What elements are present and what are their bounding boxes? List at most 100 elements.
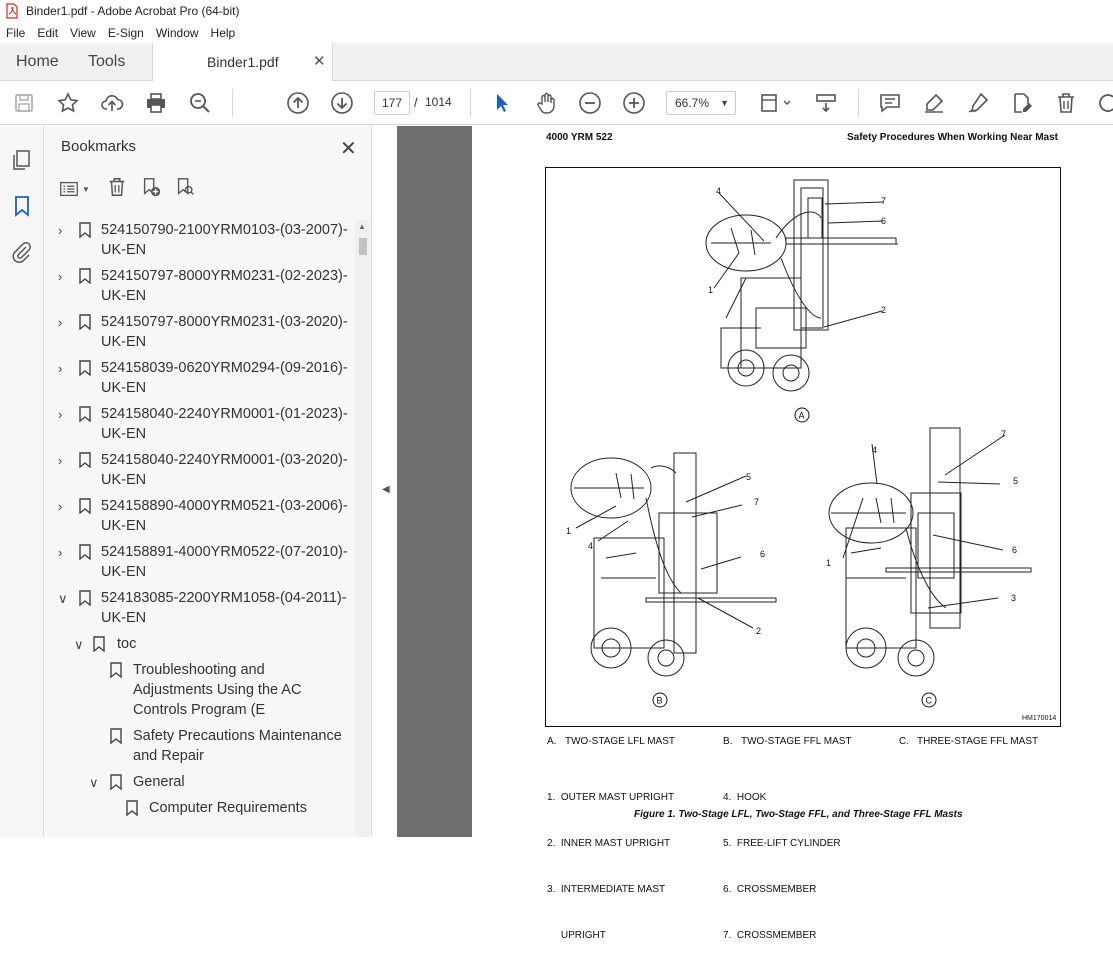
bookmark-label-line: Computer Requirements [149,800,307,816]
chevron-right-icon[interactable]: › [58,453,63,468]
forklift-drawing-c [828,427,1032,677]
chevron-right-icon[interactable]: › [58,545,63,560]
chevron-right-icon[interactable]: › [58,269,63,284]
panel-label-c: C [921,692,937,708]
chevron-down-icon: ▼ [720,98,729,108]
bookmark-icon [79,452,91,469]
chevron-right-icon[interactable]: › [58,407,63,422]
bookmark-label: 524158040-2240YRM0001-(01-2023)-UK-EN [101,404,348,444]
page-fit-icon[interactable] [758,91,794,115]
bookmark-label: 524158039-0620YRM0294-(09-2016)-UK-EN [101,358,348,398]
chevron-right-icon[interactable]: › [58,315,63,330]
page-separator: / [414,95,418,110]
callout-c-6: 6 [1012,545,1017,555]
callout-c-3: 3 [1011,593,1016,603]
close-panel-icon[interactable]: ✕ [340,138,357,160]
legend-part-1: 1. OUTER MAST UPRIGHT [547,792,675,803]
menu-edit[interactable]: Edit [37,25,59,40]
save-icon[interactable] [12,91,36,115]
bookmarks-scrollbar[interactable]: ▲ [355,220,370,837]
bookmark-label-line: 524183085-2200YRM1058-(04-2011)- [101,590,347,606]
legend-part-5: 5. FREE-LIFT CYLINDER [723,838,841,849]
bookmark-icon [126,800,138,817]
menu-help[interactable]: Help [210,25,236,40]
select-cursor-icon[interactable] [490,91,514,115]
scroll-mode-icon[interactable] [814,91,838,115]
menu-file[interactable]: File [6,25,26,40]
hand-tool-icon[interactable] [534,91,558,115]
tab-document-label: Binder1.pdf [207,54,279,70]
scroll-up-arrow-icon[interactable]: ▲ [358,222,366,231]
legend-part-2: 2. INNER MAST UPRIGHT [547,838,671,849]
menu-esign[interactable]: E-Sign [107,25,144,40]
collapse-panel-arrow-icon[interactable]: ◀ [382,484,390,495]
document-viewport[interactable]: 4000 YRM 522 Safety Procedures When Work… [397,126,1113,941]
chevron-down-icon[interactable]: ∨ [89,775,99,790]
previous-page-icon[interactable] [286,91,310,115]
bookmark-label-line: UK-EN [101,242,147,258]
chevron-right-icon[interactable]: › [58,361,63,376]
menu-window[interactable]: Window [155,25,199,40]
chevron-right-icon[interactable]: › [58,499,63,514]
bookmarks-toolbar: ▼ [58,176,196,202]
new-bookmark-icon[interactable] [140,176,162,203]
tab-tools[interactable]: Tools [88,53,126,70]
next-page-icon[interactable] [330,91,354,115]
zoom-in-icon[interactable] [622,91,646,115]
print-icon[interactable] [144,91,168,115]
bookmark-label-line: Adjustments Using the AC [133,682,302,698]
chevron-down-icon[interactable]: ∨ [58,591,68,606]
bookmarks-panel-icon[interactable] [10,194,34,218]
bookmark-label-line: UK-EN [101,564,147,580]
menu-view[interactable]: View [70,25,96,40]
upload-cloud-icon[interactable] [100,91,124,115]
legend-parts-right: 4. HOOK 5. FREE-LIFT CYLINDER 6. CROSSME… [723,757,841,977]
chevron-down-icon[interactable]: ∨ [74,637,84,652]
zoom-search-icon[interactable] [188,91,212,115]
trash-icon[interactable] [1054,91,1078,115]
close-tab-icon[interactable]: ✕ [313,53,326,70]
page-header-left: 4000 YRM 522 [546,132,613,143]
zoom-out-icon[interactable] [578,91,602,115]
tab-home[interactable]: Home [16,53,59,70]
panel-splitter[interactable]: ◀ [371,126,397,837]
zoom-level-dropdown[interactable]: 66.7% ▼ [666,91,736,115]
bookmark-label-line: 524158890-4000YRM0521-(03-2006)- [101,498,348,514]
callout-a-1: 1 [708,285,713,295]
bookmark-label-line: UK-EN [101,426,147,442]
bookmark-icon [79,360,91,377]
callout-c-1: 1 [826,558,831,568]
page-number-input[interactable]: 177 [374,91,410,115]
legend-text-a: TWO-STAGE LFL MAST [565,736,676,747]
figure-title: Figure 1. Two-Stage LFL, Two-Stage FFL, … [634,809,963,820]
delete-bookmark-icon[interactable] [106,176,128,203]
star-icon[interactable] [56,91,80,115]
title-bar: Binder1.pdf - Adobe Acrobat Pro (64-bit) [0,0,1113,22]
bookmark-label: toc [117,634,136,654]
scrollbar-thumb[interactable] [359,238,367,255]
rotate-icon[interactable] [1096,91,1113,115]
panel-label-b: B [652,692,668,708]
bookmark-label: 524158890-4000YRM0521-(03-2006)- UK-EN [101,496,348,536]
page-thumbnails-icon[interactable] [10,148,34,172]
callout-c-7: 7 [1001,429,1006,439]
bookmark-options-icon[interactable]: ▼ [58,178,90,200]
legend-text-c: THREE-STAGE FFL MAST [917,736,1039,747]
bookmark-label-line: UK-EN [101,518,147,534]
sign-pen-icon[interactable] [966,91,990,115]
highlight-pen-icon[interactable] [922,91,946,115]
comment-icon[interactable] [878,91,902,115]
legend-text-b: TWO-STAGE FFL MAST [741,736,852,747]
svg-text:C: C [926,696,933,706]
edit-pdf-icon[interactable] [1010,91,1034,115]
tab-document[interactable]: Binder1.pdf ✕ [152,43,333,82]
callout-c-4: 4 [872,445,877,455]
attachments-paperclip-icon[interactable] [10,240,34,264]
bookmark-label-line: UK-EN [101,610,147,626]
chevron-right-icon[interactable]: › [58,223,63,238]
bookmark-label-line: Troubleshooting and [133,662,265,678]
callout-b-4: 4 [588,541,593,551]
bookmark-icon [110,728,122,745]
find-bookmark-icon[interactable] [174,176,196,203]
